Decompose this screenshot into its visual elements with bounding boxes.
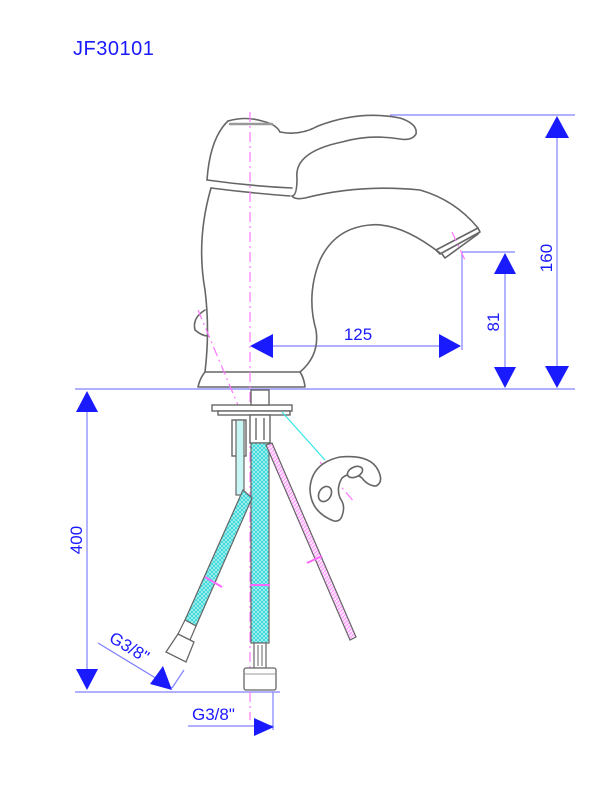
horseshoe-washer bbox=[309, 455, 382, 522]
dimension-hose-length: 400 bbox=[67, 526, 86, 554]
flexible-hose-left bbox=[165, 419, 253, 663]
dimension-spout-reach: 125 bbox=[344, 325, 372, 344]
dimension-lines bbox=[75, 114, 575, 730]
dimension-arrows bbox=[76, 116, 569, 736]
dimension-thread-left: G3/8" bbox=[106, 628, 153, 666]
pop-up-rod bbox=[265, 442, 357, 641]
washer-leader-line bbox=[281, 411, 326, 461]
centerlines bbox=[197, 112, 466, 720]
dimension-total-height: 160 bbox=[537, 244, 556, 272]
flexible-hose-center bbox=[243, 442, 277, 691]
dimension-spout-height: 81 bbox=[484, 313, 503, 332]
dimension-thread-bottom: G3/8" bbox=[192, 705, 235, 724]
faucet-body bbox=[193, 114, 481, 388]
model-title: JF30101 bbox=[73, 38, 155, 60]
